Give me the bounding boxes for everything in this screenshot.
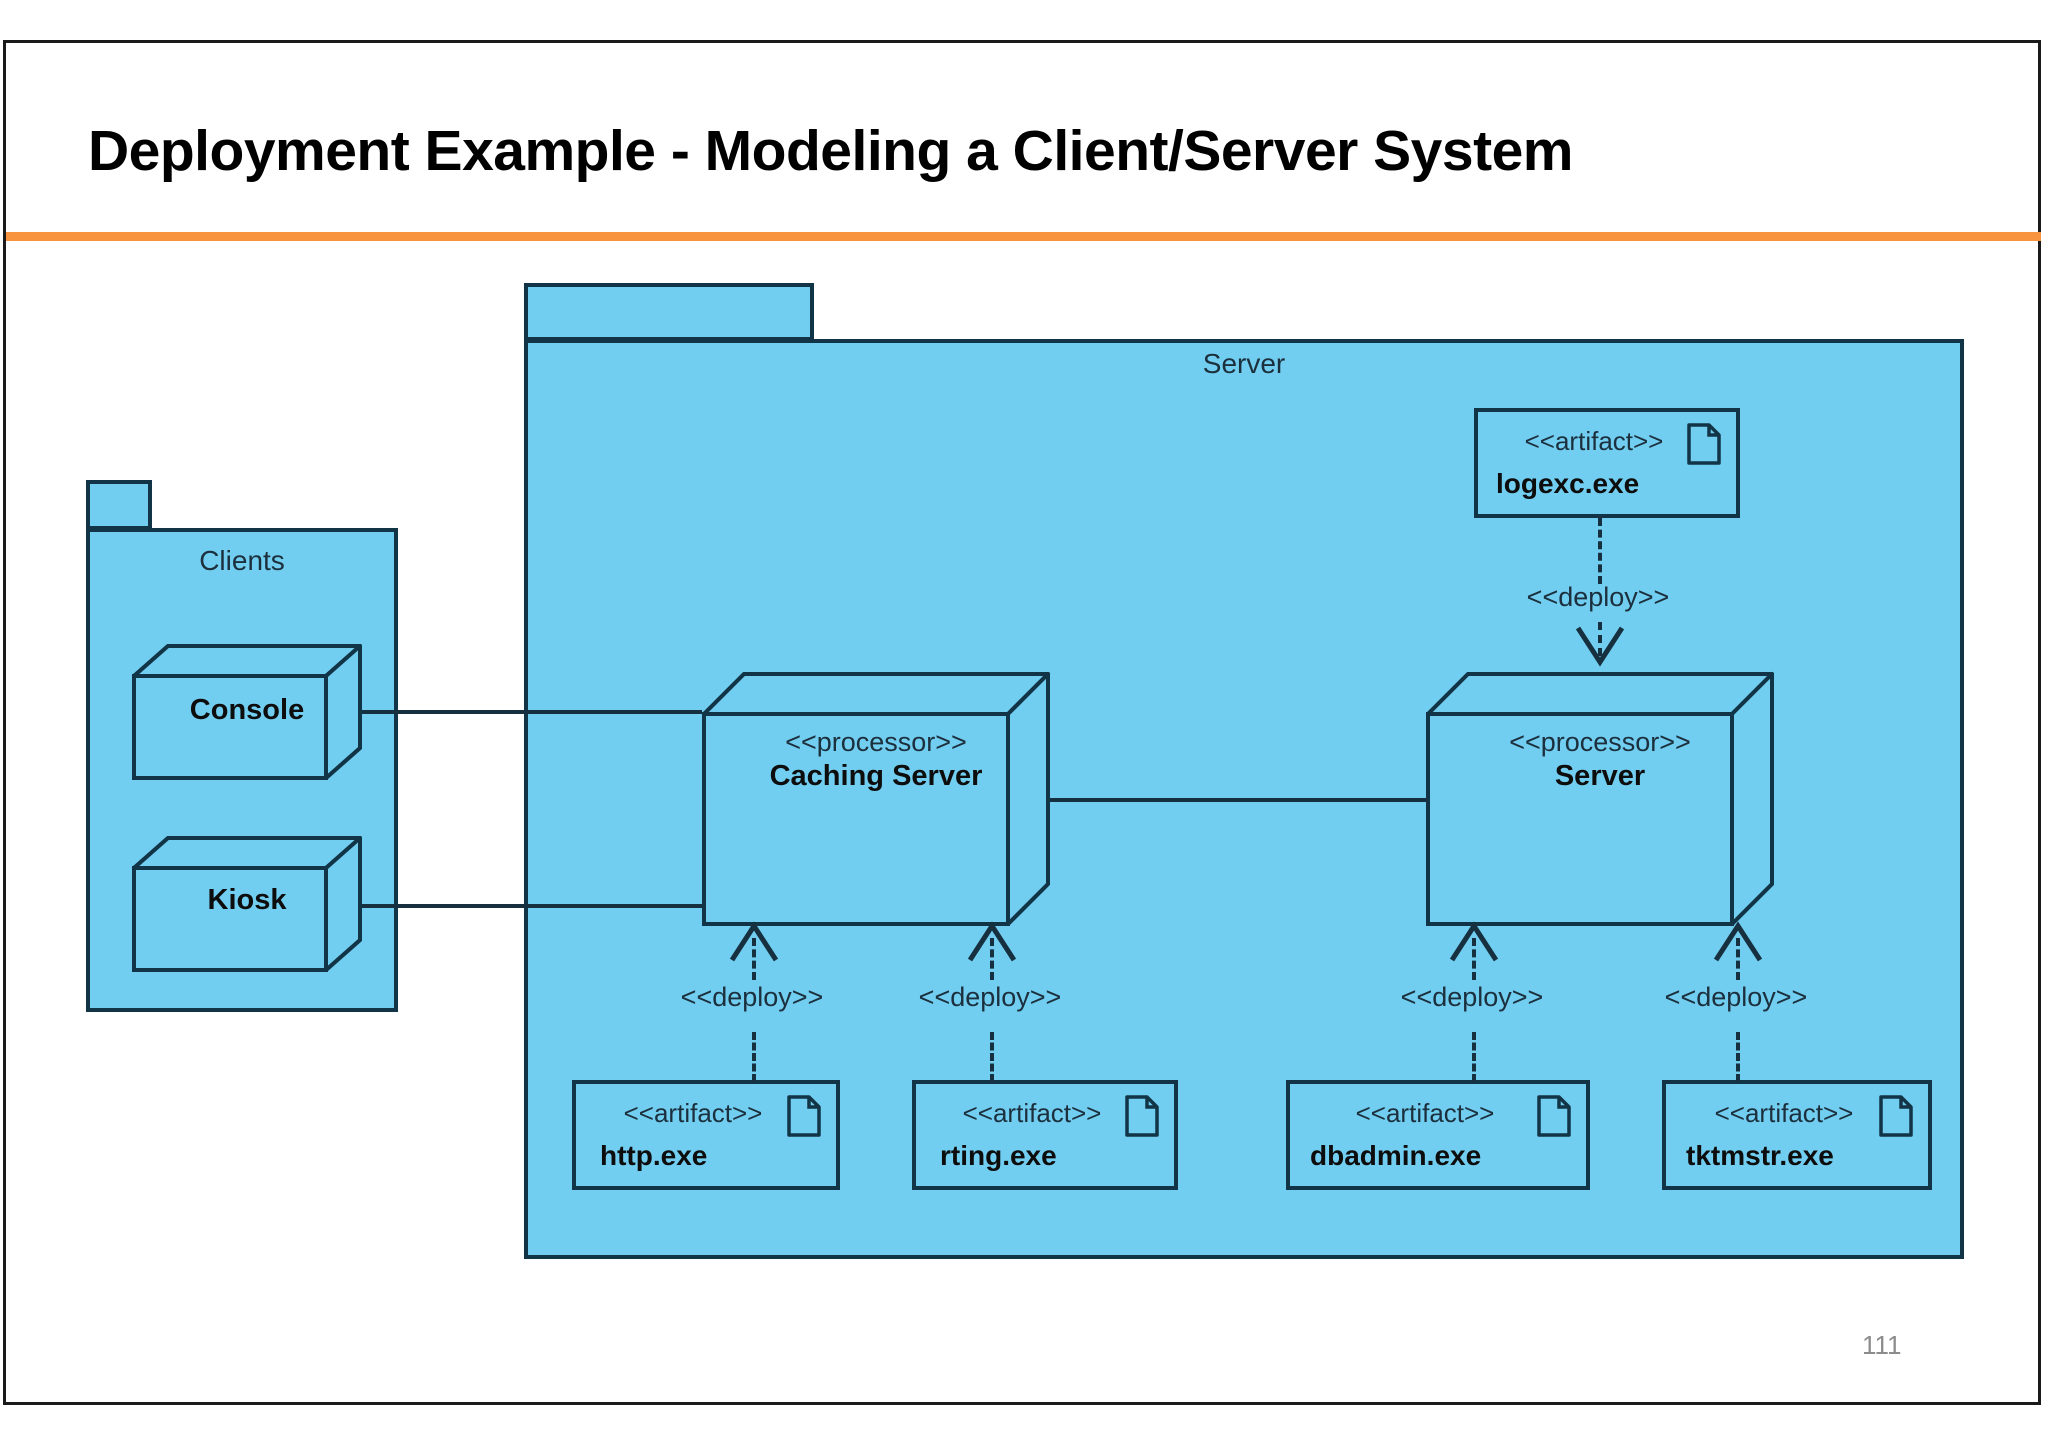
page-number: 111 xyxy=(1862,1330,1902,1360)
artifact-logexc-stereotype: <<artifact>> xyxy=(1524,426,1664,456)
node-kiosk[interactable]: Kiosk xyxy=(130,832,364,974)
artifact-dbadmin-label: dbadmin.exe xyxy=(1310,1140,1482,1171)
server-package-tab xyxy=(524,283,814,341)
artifact-rting-stereotype: <<artifact>> xyxy=(962,1098,1102,1128)
page-title: Deployment Example - Modeling a Client/S… xyxy=(88,119,1573,183)
document-icon xyxy=(1686,422,1722,471)
dependency-line-rting xyxy=(990,1032,994,1082)
dependency-line-rting-upper xyxy=(990,938,994,980)
dependency-line-logexc xyxy=(1598,518,1602,584)
deploy-arrowhead-tktmstr xyxy=(1708,918,1768,973)
dependency-label-rting: <<deploy>> xyxy=(918,982,1062,1012)
node-server[interactable]: <<processor>> Server xyxy=(1424,668,1776,930)
clients-package-tab xyxy=(86,480,152,530)
artifact-tktmstr-label: tktmstr.exe xyxy=(1686,1140,1834,1171)
artifact-dbadmin[interactable]: <<artifact>> dbadmin.exe xyxy=(1286,1080,1590,1190)
artifact-http-stereotype: <<artifact>> xyxy=(623,1098,763,1128)
artifact-dbadmin-stereotype: <<artifact>> xyxy=(1355,1098,1495,1128)
node-console[interactable]: Console xyxy=(130,640,364,782)
document-icon xyxy=(1124,1094,1160,1143)
dependency-line-http-upper xyxy=(752,938,756,980)
dependency-line-dbadmin-upper xyxy=(1472,938,1476,980)
dependency-label-dbadmin: <<deploy>> xyxy=(1400,982,1544,1012)
artifact-http-label: http.exe xyxy=(600,1140,708,1171)
title-divider xyxy=(6,232,2041,241)
clients-package-label: Clients xyxy=(199,545,285,576)
deploy-arrowhead-logexc xyxy=(1570,620,1630,675)
association-console-caching-server xyxy=(352,710,702,714)
artifact-logexc[interactable]: <<artifact>> logexc.exe xyxy=(1474,408,1740,518)
deploy-arrowhead-http xyxy=(724,918,784,973)
deploy-arrowhead-rting xyxy=(962,918,1022,973)
artifact-tktmstr[interactable]: <<artifact>> tktmstr.exe xyxy=(1662,1080,1932,1190)
dependency-line-logexc-lower xyxy=(1598,622,1602,656)
dependency-label-http: <<deploy>> xyxy=(680,982,824,1012)
artifact-tktmstr-stereotype: <<artifact>> xyxy=(1714,1098,1854,1128)
artifact-logexc-label: logexc.exe xyxy=(1496,468,1640,499)
document-icon xyxy=(786,1094,822,1143)
document-icon xyxy=(1536,1094,1572,1143)
document-icon xyxy=(1878,1094,1914,1143)
artifact-rting-label: rting.exe xyxy=(940,1140,1057,1171)
node-caching-server[interactable]: <<processor>> Caching Server xyxy=(700,668,1052,930)
association-caching-server-server xyxy=(1048,798,1428,802)
dependency-line-tktmstr xyxy=(1736,1032,1740,1082)
server-package-label: Server xyxy=(1202,348,1286,379)
dependency-label-logexc: <<deploy>> xyxy=(1526,582,1670,612)
dependency-line-tktmstr-upper xyxy=(1736,938,1740,980)
artifact-rting[interactable]: <<artifact>> rting.exe xyxy=(912,1080,1178,1190)
deploy-arrowhead-dbadmin xyxy=(1444,918,1504,973)
artifact-http[interactable]: <<artifact>> http.exe xyxy=(572,1080,840,1190)
association-kiosk-caching-server xyxy=(352,904,702,908)
dependency-label-tktmstr: <<deploy>> xyxy=(1664,982,1808,1012)
dependency-line-dbadmin xyxy=(1472,1032,1476,1082)
dependency-line-http xyxy=(752,1032,756,1082)
